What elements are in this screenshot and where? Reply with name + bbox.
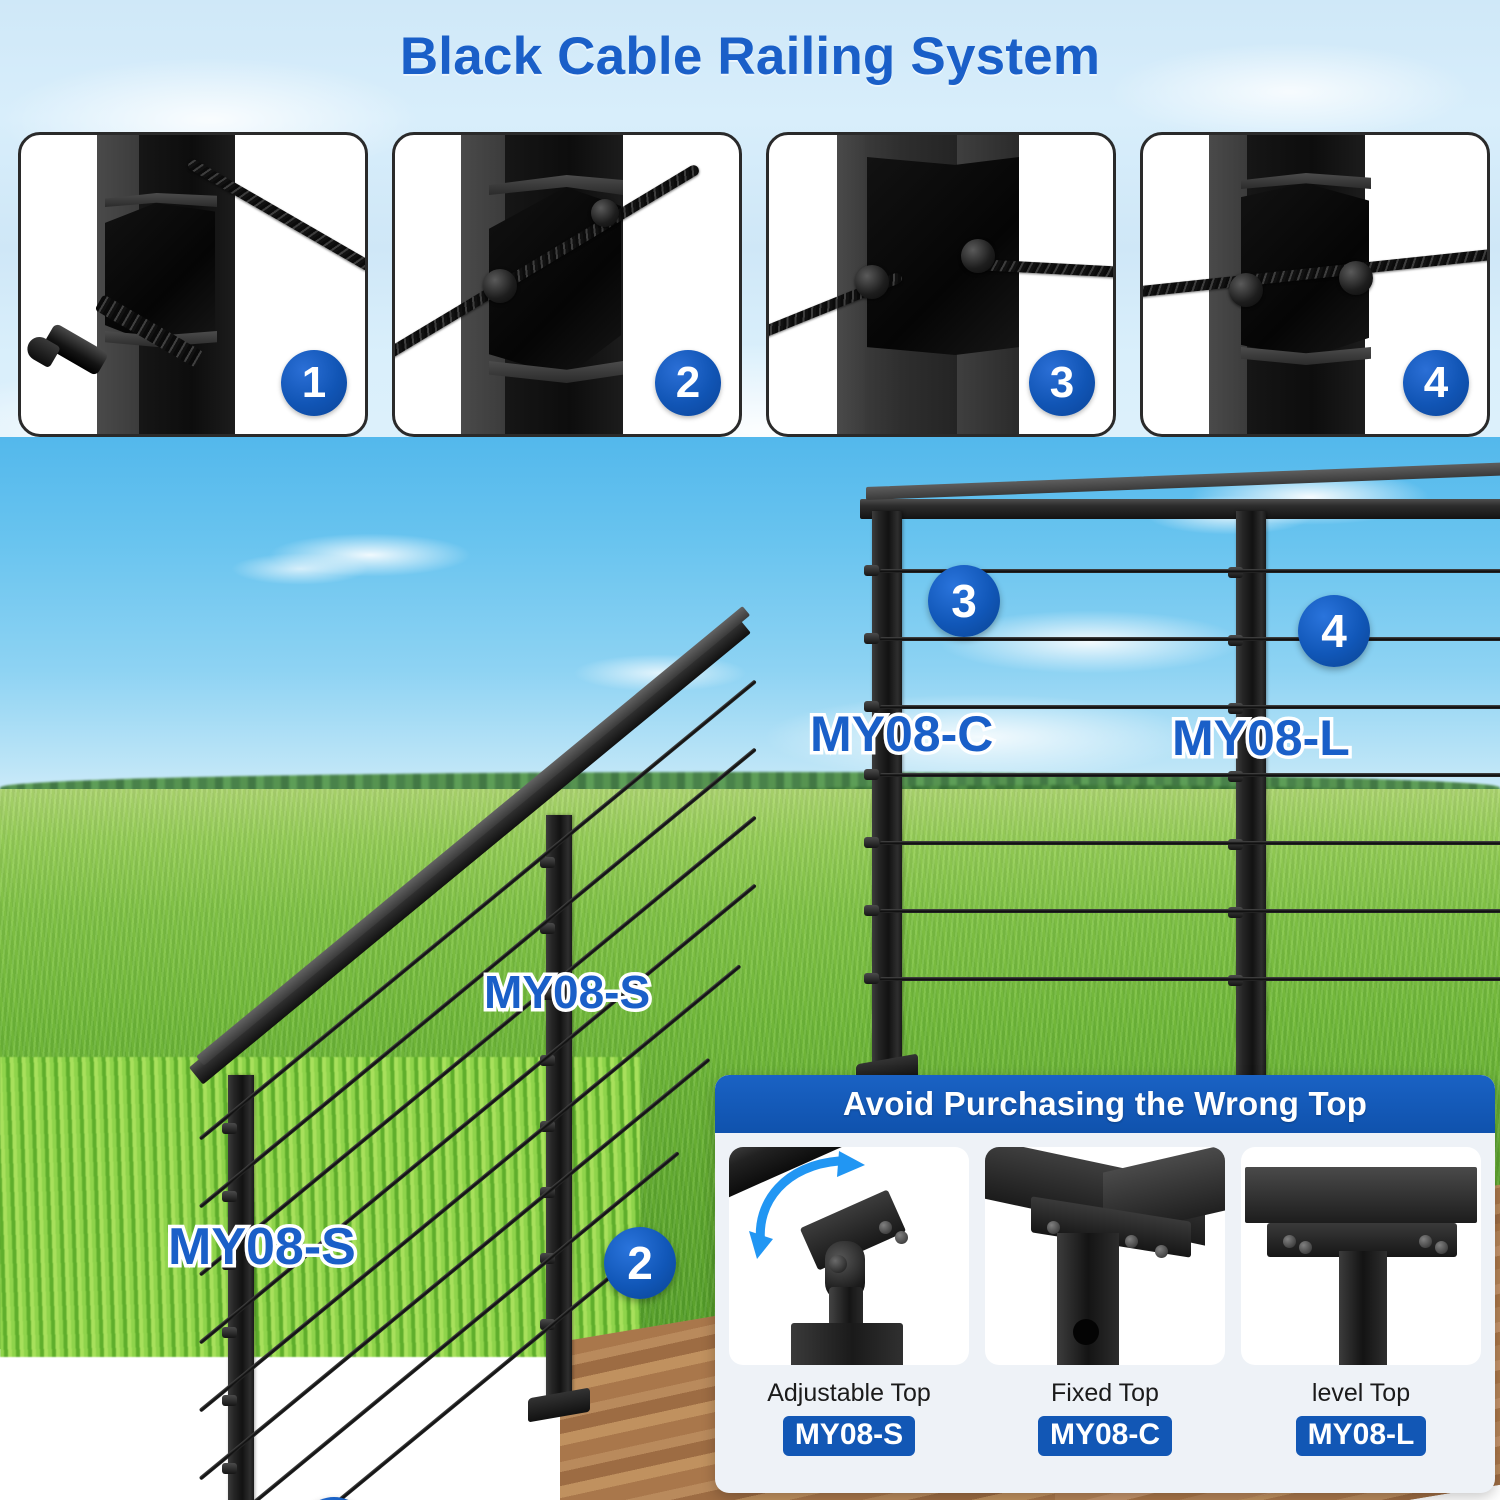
scene-badge-3: 3: [928, 565, 1000, 637]
page-title: Black Cable Railing System: [399, 27, 1101, 86]
level-top-caption: level Top: [1311, 1379, 1411, 1407]
avoid-wrong-top-callout: Avoid Purchasing the Wrong Top: [715, 1075, 1495, 1493]
fixed-top-caption: Fixed Top: [1051, 1379, 1159, 1407]
callout-header-text: Avoid Purchasing the Wrong Top: [842, 1085, 1368, 1122]
level-top-image: [1241, 1147, 1481, 1365]
scene-label-level-post: MY08-L: [1169, 707, 1354, 770]
adjustable-top-sku: MY08-S: [782, 1416, 916, 1456]
callout-header: Avoid Purchasing the Wrong Top: [715, 1075, 1495, 1133]
adjustable-top-image: [729, 1147, 969, 1365]
detail-panel-4-badge: 4: [1403, 350, 1469, 416]
top-type-level[interactable]: level Top MY08-L: [1241, 1147, 1481, 1483]
top-type-fixed[interactable]: Fixed Top MY08-C: [985, 1147, 1225, 1483]
stair-top-rail: [189, 615, 751, 1085]
corner-post: [872, 511, 902, 1071]
railing-assembly: [0, 437, 1500, 1500]
top-type-adjustable[interactable]: Adjustable Top MY08-S: [729, 1147, 969, 1483]
adjustable-top-caption: Adjustable Top: [767, 1379, 931, 1407]
rotation-arrow-icon: [749, 1151, 865, 1259]
scene-badge-1: 1: [298, 1497, 370, 1500]
stair-post-lower: [228, 1075, 254, 1500]
scene-label-stair-post-upper: MY08-S: [480, 963, 653, 1022]
stair-top-rail-cap: [196, 606, 751, 1066]
detail-panel-2-artwork: [395, 135, 739, 434]
detail-panel-3[interactable]: 3: [766, 132, 1116, 437]
level-top-rail-cap: [866, 461, 1500, 500]
detail-panel-1-badge: 1: [281, 350, 347, 416]
scene-label-corner-post: MY08-C: [806, 703, 996, 766]
stair-post-upper-base: [528, 1387, 590, 1423]
detail-panel-2-badge: 2: [655, 350, 721, 416]
level-top-rail: [860, 499, 1500, 519]
detail-panel-1[interactable]: 1: [18, 132, 368, 437]
detail-panel-2[interactable]: 2: [392, 132, 742, 437]
detail-panel-3-artwork: [769, 135, 1113, 434]
callout-body: Adjustable Top MY08-S Fixed Top MY08-C: [715, 1133, 1495, 1493]
scene-badge-4: 4: [1298, 595, 1370, 667]
detail-panel-row: 1 2: [0, 132, 1500, 437]
level-top-sku: MY08-L: [1295, 1416, 1427, 1456]
detail-panel-4-artwork: [1143, 135, 1487, 434]
scene-label-stair-post-lower: MY08-S: [165, 1215, 360, 1280]
detail-panel-1-artwork: [21, 135, 365, 434]
fixed-top-sku: MY08-C: [1037, 1416, 1173, 1456]
detail-panel-4[interactable]: 4: [1140, 132, 1490, 437]
level-post: [1236, 511, 1266, 1091]
scene-badge-2: 2: [604, 1227, 676, 1299]
main-product-scene: 1 2 3 4 MY08-S MY08-S MY08-C MY08-L: [0, 437, 1500, 1500]
detail-panel-3-badge: 3: [1029, 350, 1095, 416]
fixed-top-image: [985, 1147, 1225, 1365]
